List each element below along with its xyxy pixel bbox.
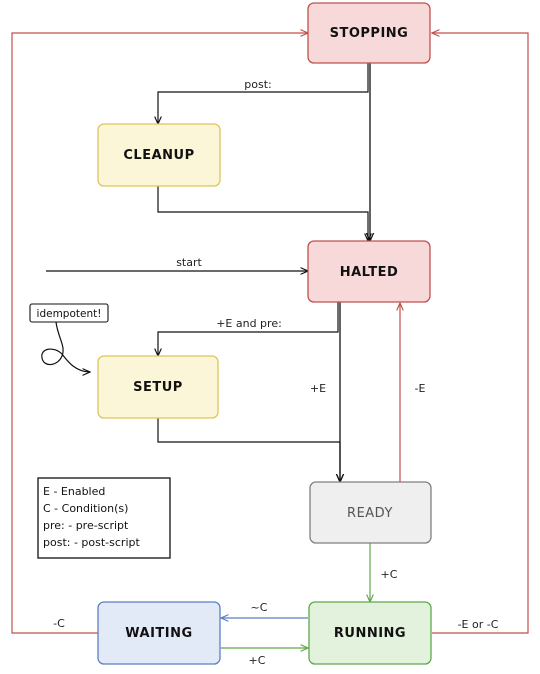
idempotent-note: idempotent! <box>29 303 109 323</box>
edge-label-plus-c-ready: +C <box>381 568 398 581</box>
state-waiting-label: WAITING <box>125 626 192 641</box>
edge-label-enabled-and-pre: +E and pre: <box>216 317 282 330</box>
idempotent-note-text: idempotent! <box>37 308 102 320</box>
edge-waiting-to-stopping <box>11 33 308 634</box>
edge-label-plus-e: +E <box>310 382 326 395</box>
state-ready: READY <box>309 481 432 544</box>
state-halted-label: HALTED <box>340 265 399 280</box>
state-stopping: STOPPING <box>307 2 431 64</box>
edge-label-post: post: <box>244 78 271 91</box>
idempotent-loop-arrow <box>41 321 90 372</box>
edge-label-minus-e: -E <box>415 382 426 395</box>
legend-item-pre-script: pre: - pre-script <box>43 519 129 532</box>
state-setup: SETUP <box>97 355 219 419</box>
edge-label-minus-e-or-minus-c: -E or -C <box>458 618 499 631</box>
legend-item-enabled: E - Enabled <box>43 485 105 498</box>
state-stopping-label: STOPPING <box>330 26 409 41</box>
legend-item-post-script: post: - post-script <box>43 536 140 549</box>
state-cleanup-label: CLEANUP <box>123 148 194 163</box>
state-halted: HALTED <box>307 240 431 303</box>
legend-item-condition: C - Condition(s) <box>43 502 128 515</box>
edge-label-minus-c-waiting: -C <box>53 617 65 630</box>
edge-label-plus-c-waiting: +C <box>249 654 266 667</box>
state-setup-label: SETUP <box>133 380 183 395</box>
edge-label-not-c: ~C <box>251 601 268 614</box>
edge-setup-to-ready <box>157 418 340 482</box>
state-ready-label: READY <box>347 506 393 521</box>
state-waiting: WAITING <box>97 601 221 665</box>
legend: E - Enabled C - Condition(s) pre: - pre-… <box>37 477 171 559</box>
edge-running-to-stopping <box>432 33 529 634</box>
state-cleanup: CLEANUP <box>97 123 221 187</box>
edge-stopping-to-cleanup <box>158 63 369 124</box>
edge-halted-to-setup <box>158 302 339 356</box>
edge-cleanup-to-halted <box>157 186 368 241</box>
state-running-label: RUNNING <box>334 626 406 641</box>
state-running: RUNNING <box>308 601 432 665</box>
edge-label-start: start <box>176 256 202 269</box>
